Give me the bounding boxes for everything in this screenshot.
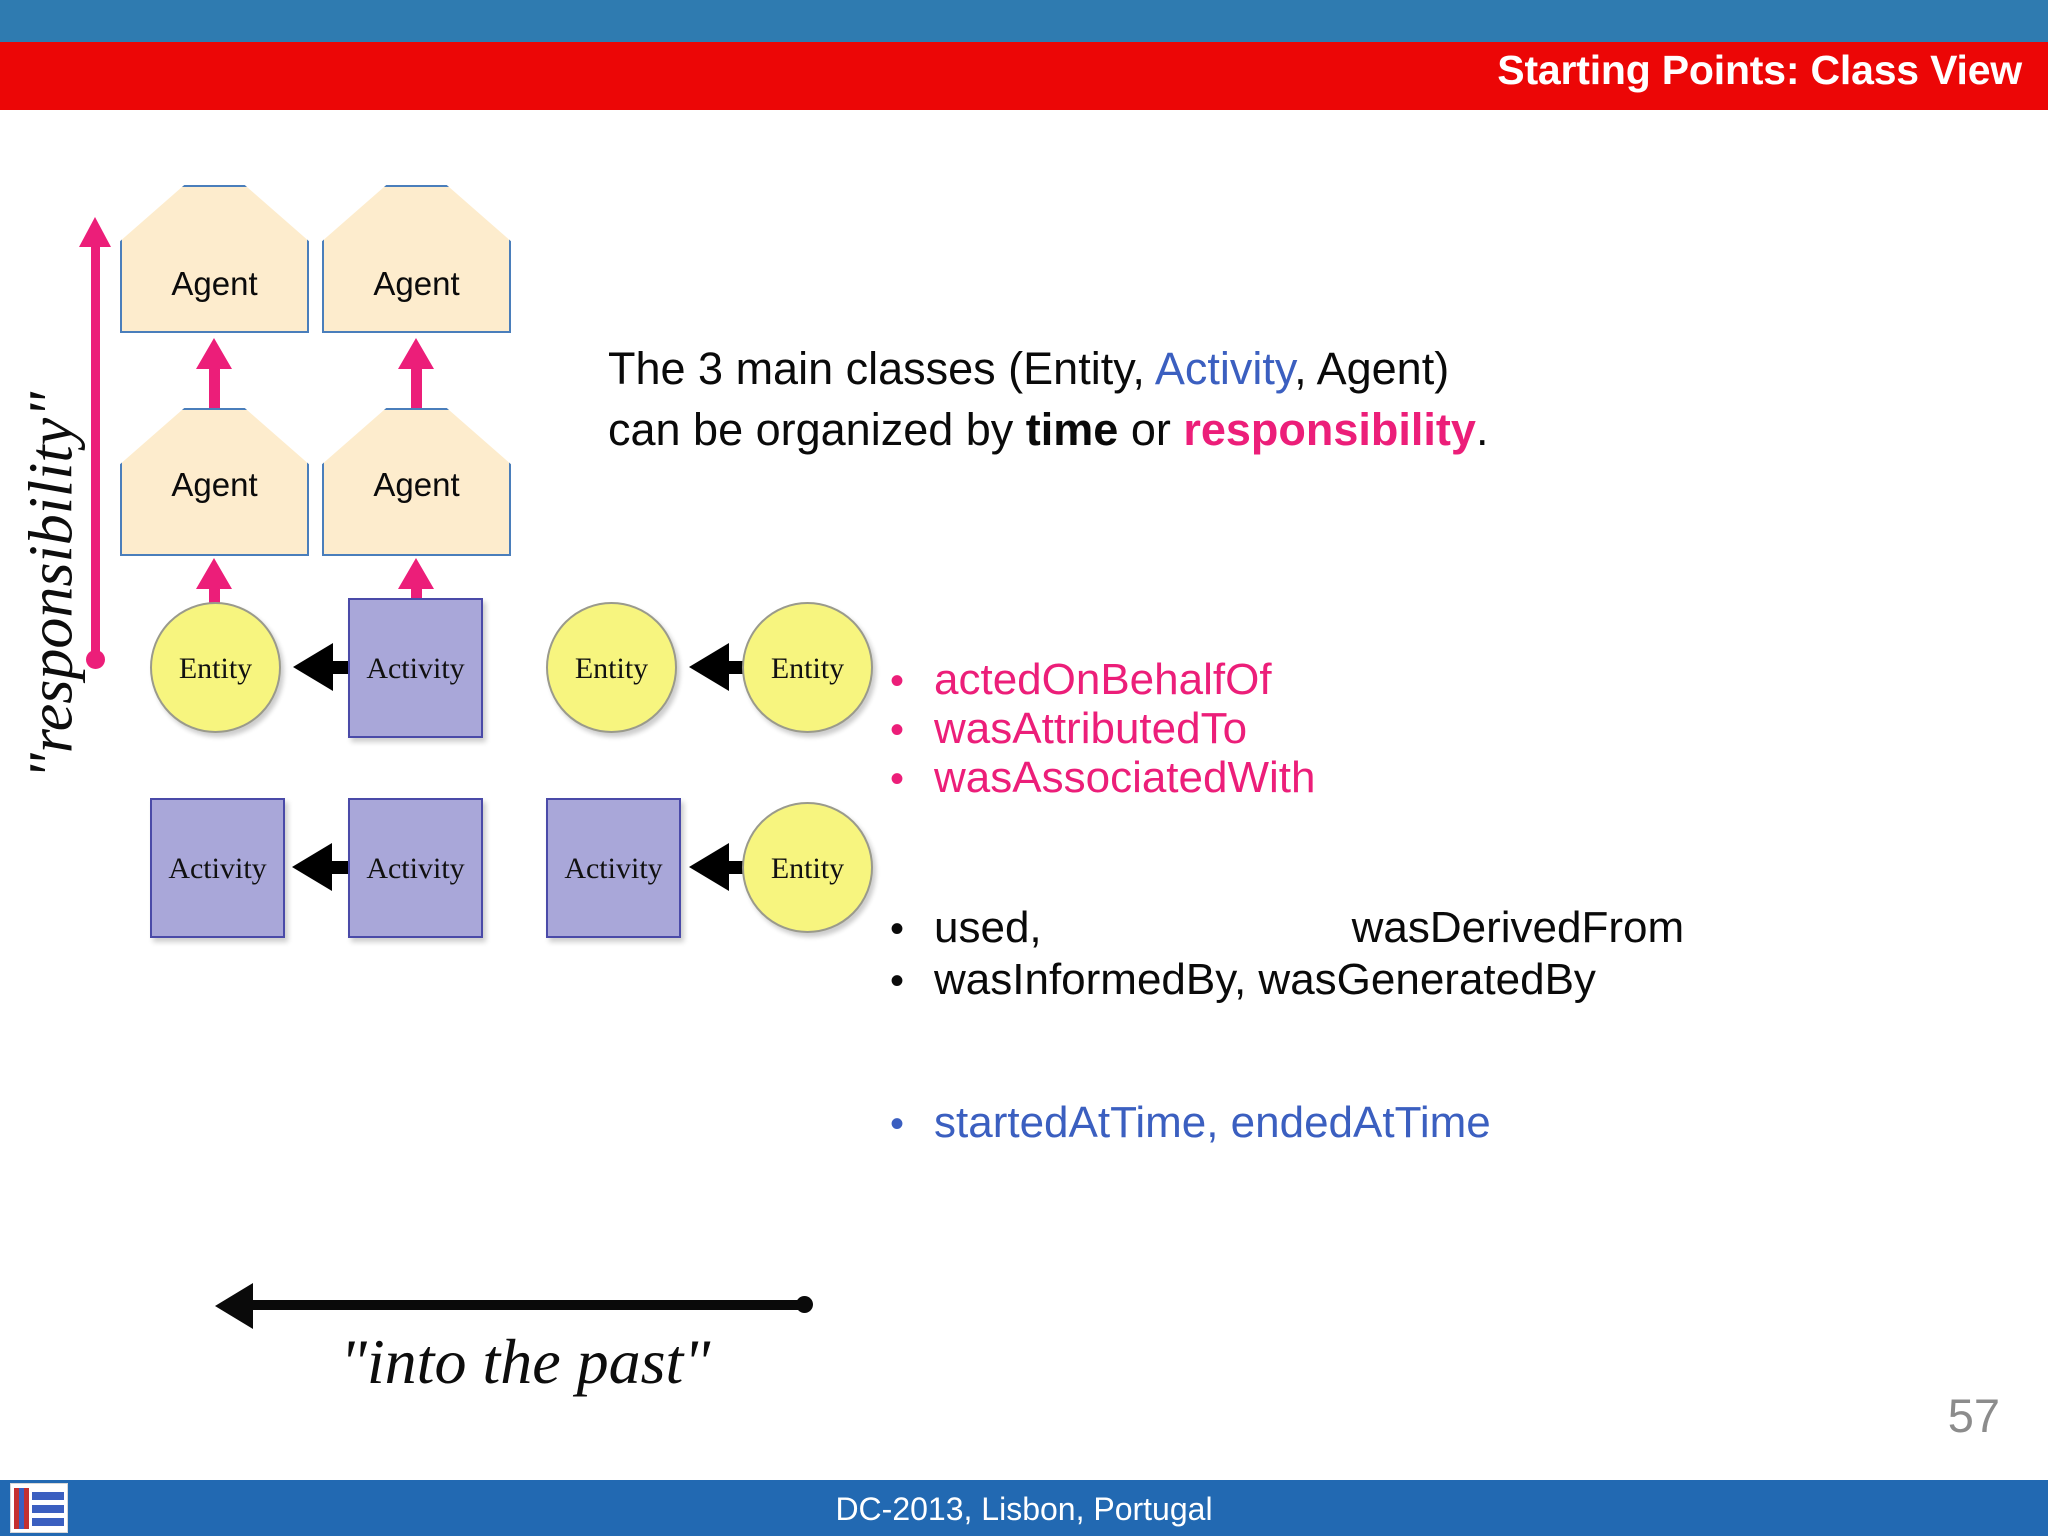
pink-arrow-head-icon-3 (196, 558, 232, 589)
blue-relations-list: • startedAtTime, endedAtTime (890, 1098, 1491, 1147)
pink-arrow-head-icon-2 (398, 338, 434, 369)
intro-part2: , Agent) (1294, 343, 1450, 394)
agent-node-1-label: Agent (171, 265, 258, 302)
list-item: • wasAssociatedWith (890, 753, 1315, 802)
activity-node-1-label: Activity (366, 652, 465, 685)
page-number: 57 (1947, 1389, 2000, 1442)
activity-node-2[interactable] (150, 798, 285, 938)
agent-node-2-label: Agent (373, 265, 460, 302)
list-item-label: actedOnBehalfOf (934, 655, 1272, 704)
top-blue-strip (0, 0, 2048, 42)
activity-node-4-label: Activity (564, 852, 663, 885)
organization-logo-icon (10, 1483, 68, 1533)
list-item: • wasAttributedTo (890, 704, 1315, 753)
logo-line-1 (32, 1492, 64, 1500)
entity-node-4-label: Entity (770, 852, 845, 885)
list-item-label-right: wasDerivedFrom (1351, 903, 1685, 952)
intro-part4: or (1118, 404, 1184, 455)
entity-node-3-label: Entity (770, 652, 845, 685)
pink-relations-list: • actedOnBehalfOf • wasAttributedTo • wa… (890, 655, 1315, 802)
entity-node-4[interactable] (742, 802, 873, 933)
responsibility-arrow-dot-icon (86, 650, 105, 669)
list-item-label-left: wasInformedBy, wasGeneratedBy (934, 955, 1596, 1004)
pink-arrow-head-icon-1 (196, 338, 232, 369)
bullet-point-icon: • (890, 757, 905, 801)
activity-node-3[interactable] (348, 798, 483, 938)
time-arrow-head-icon (215, 1283, 253, 1329)
activity-node-1[interactable] (348, 598, 483, 738)
pink-arrow-shaft-1 (209, 362, 220, 410)
time-arrow-dot-icon (796, 1296, 813, 1313)
provenance-class-diagram: "responsibility" Agent Agent Agent Agent… (0, 110, 960, 1110)
list-item: • wasInformedBy, wasGeneratedBy (890, 954, 1684, 1006)
agent-node-1[interactable] (120, 185, 309, 333)
entity-node-1[interactable] (150, 602, 281, 733)
intro-responsibility-word: responsibility (1183, 404, 1476, 455)
list-item-label: wasAttributedTo (934, 704, 1248, 753)
bullet-point-icon: • (890, 907, 905, 951)
page-title: Starting Points: Class View (1497, 47, 2022, 93)
bullet-point-icon: • (890, 1102, 905, 1146)
activity-node-2-label: Activity (168, 852, 267, 885)
list-item-label: startedAtTime, endedAtTime (934, 1098, 1491, 1147)
black-arrow-shaft-1 (330, 661, 348, 674)
bullet-point-icon: • (890, 708, 905, 752)
intro-paragraph: The 3 main classes (Entity, Activity, Ag… (608, 338, 2028, 460)
entity-node-3[interactable] (742, 602, 873, 733)
agent-node-2[interactable] (322, 185, 511, 333)
responsibility-arrow-shaft (91, 238, 100, 663)
activity-node-3-label: Activity (366, 852, 465, 885)
time-arrow-shaft (248, 1300, 803, 1310)
footer-bar (0, 1480, 2048, 1536)
black-arrow-shaft-2 (726, 661, 744, 674)
black-relations-list: • used, wasDerivedFrom • wasInformedBy, … (890, 902, 1684, 1006)
bullet-point-icon: • (890, 659, 905, 703)
intro-part5: . (1475, 404, 1489, 455)
list-item-label-left: used, (934, 903, 1042, 952)
list-item-label: wasAssociatedWith (934, 753, 1316, 802)
black-arrow-head-icon-2 (689, 643, 729, 691)
black-arrow-head-icon-1 (293, 643, 333, 691)
black-arrow-shaft-4 (726, 861, 744, 874)
pink-arrow-head-icon-4 (398, 558, 434, 589)
black-arrow-head-icon-3 (292, 843, 332, 891)
bullet-point-icon: • (890, 959, 905, 1003)
logo-line-2 (32, 1505, 64, 1513)
logo-line-3 (32, 1518, 64, 1526)
entity-node-2-label: Entity (574, 652, 649, 685)
logo-bars (14, 1488, 29, 1529)
title-banner (0, 42, 2048, 110)
footer-text: DC-2013, Lisbon, Portugal (835, 1491, 1213, 1527)
intro-part3: can be organized by (608, 404, 1026, 455)
entity-node-2[interactable] (546, 602, 677, 733)
pink-arrow-shaft-2 (411, 362, 422, 410)
activity-node-4[interactable] (546, 798, 681, 938)
list-item: • actedOnBehalfOf (890, 655, 1315, 704)
intro-time-word: time (1025, 404, 1119, 455)
agent-node-4-label: Agent (373, 466, 460, 503)
time-axis-label: "into the past" (340, 1326, 711, 1397)
intro-activity-word: Activity (1154, 343, 1295, 394)
list-item: • used, wasDerivedFrom (890, 902, 1684, 954)
black-arrow-head-icon-4 (689, 843, 729, 891)
responsibility-axis-label: "responsibility" (17, 391, 86, 780)
agent-node-3-label: Agent (171, 466, 258, 503)
list-item: • startedAtTime, endedAtTime (890, 1098, 1491, 1147)
entity-node-1-label: Entity (178, 652, 253, 685)
intro-part1: The 3 main classes (Entity, (608, 343, 1155, 394)
